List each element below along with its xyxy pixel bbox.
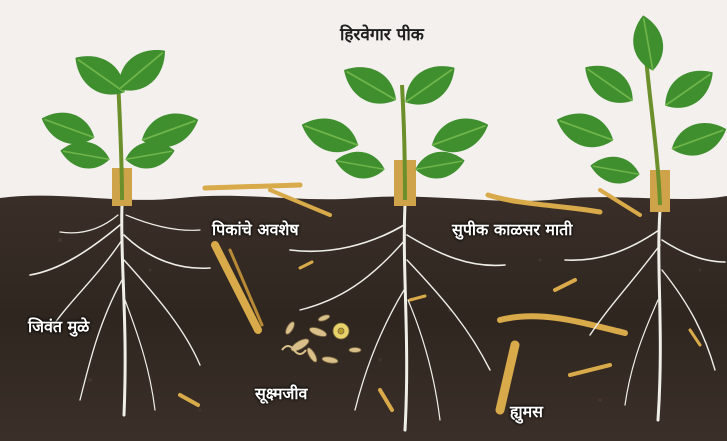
- soil-layer: [0, 196, 727, 441]
- humus-label: ह्युमस: [510, 400, 543, 422]
- living-roots-label: जिवंत मुळे: [28, 315, 89, 337]
- fertile-soil-label: सुपीक काळसर माती: [452, 218, 572, 240]
- crop-residue-label: पिकांचे अवशेष: [212, 218, 299, 240]
- crop-label: हिरवेगार पीक: [340, 22, 424, 45]
- microorganisms-label: सूक्ष्मजीव: [255, 382, 307, 404]
